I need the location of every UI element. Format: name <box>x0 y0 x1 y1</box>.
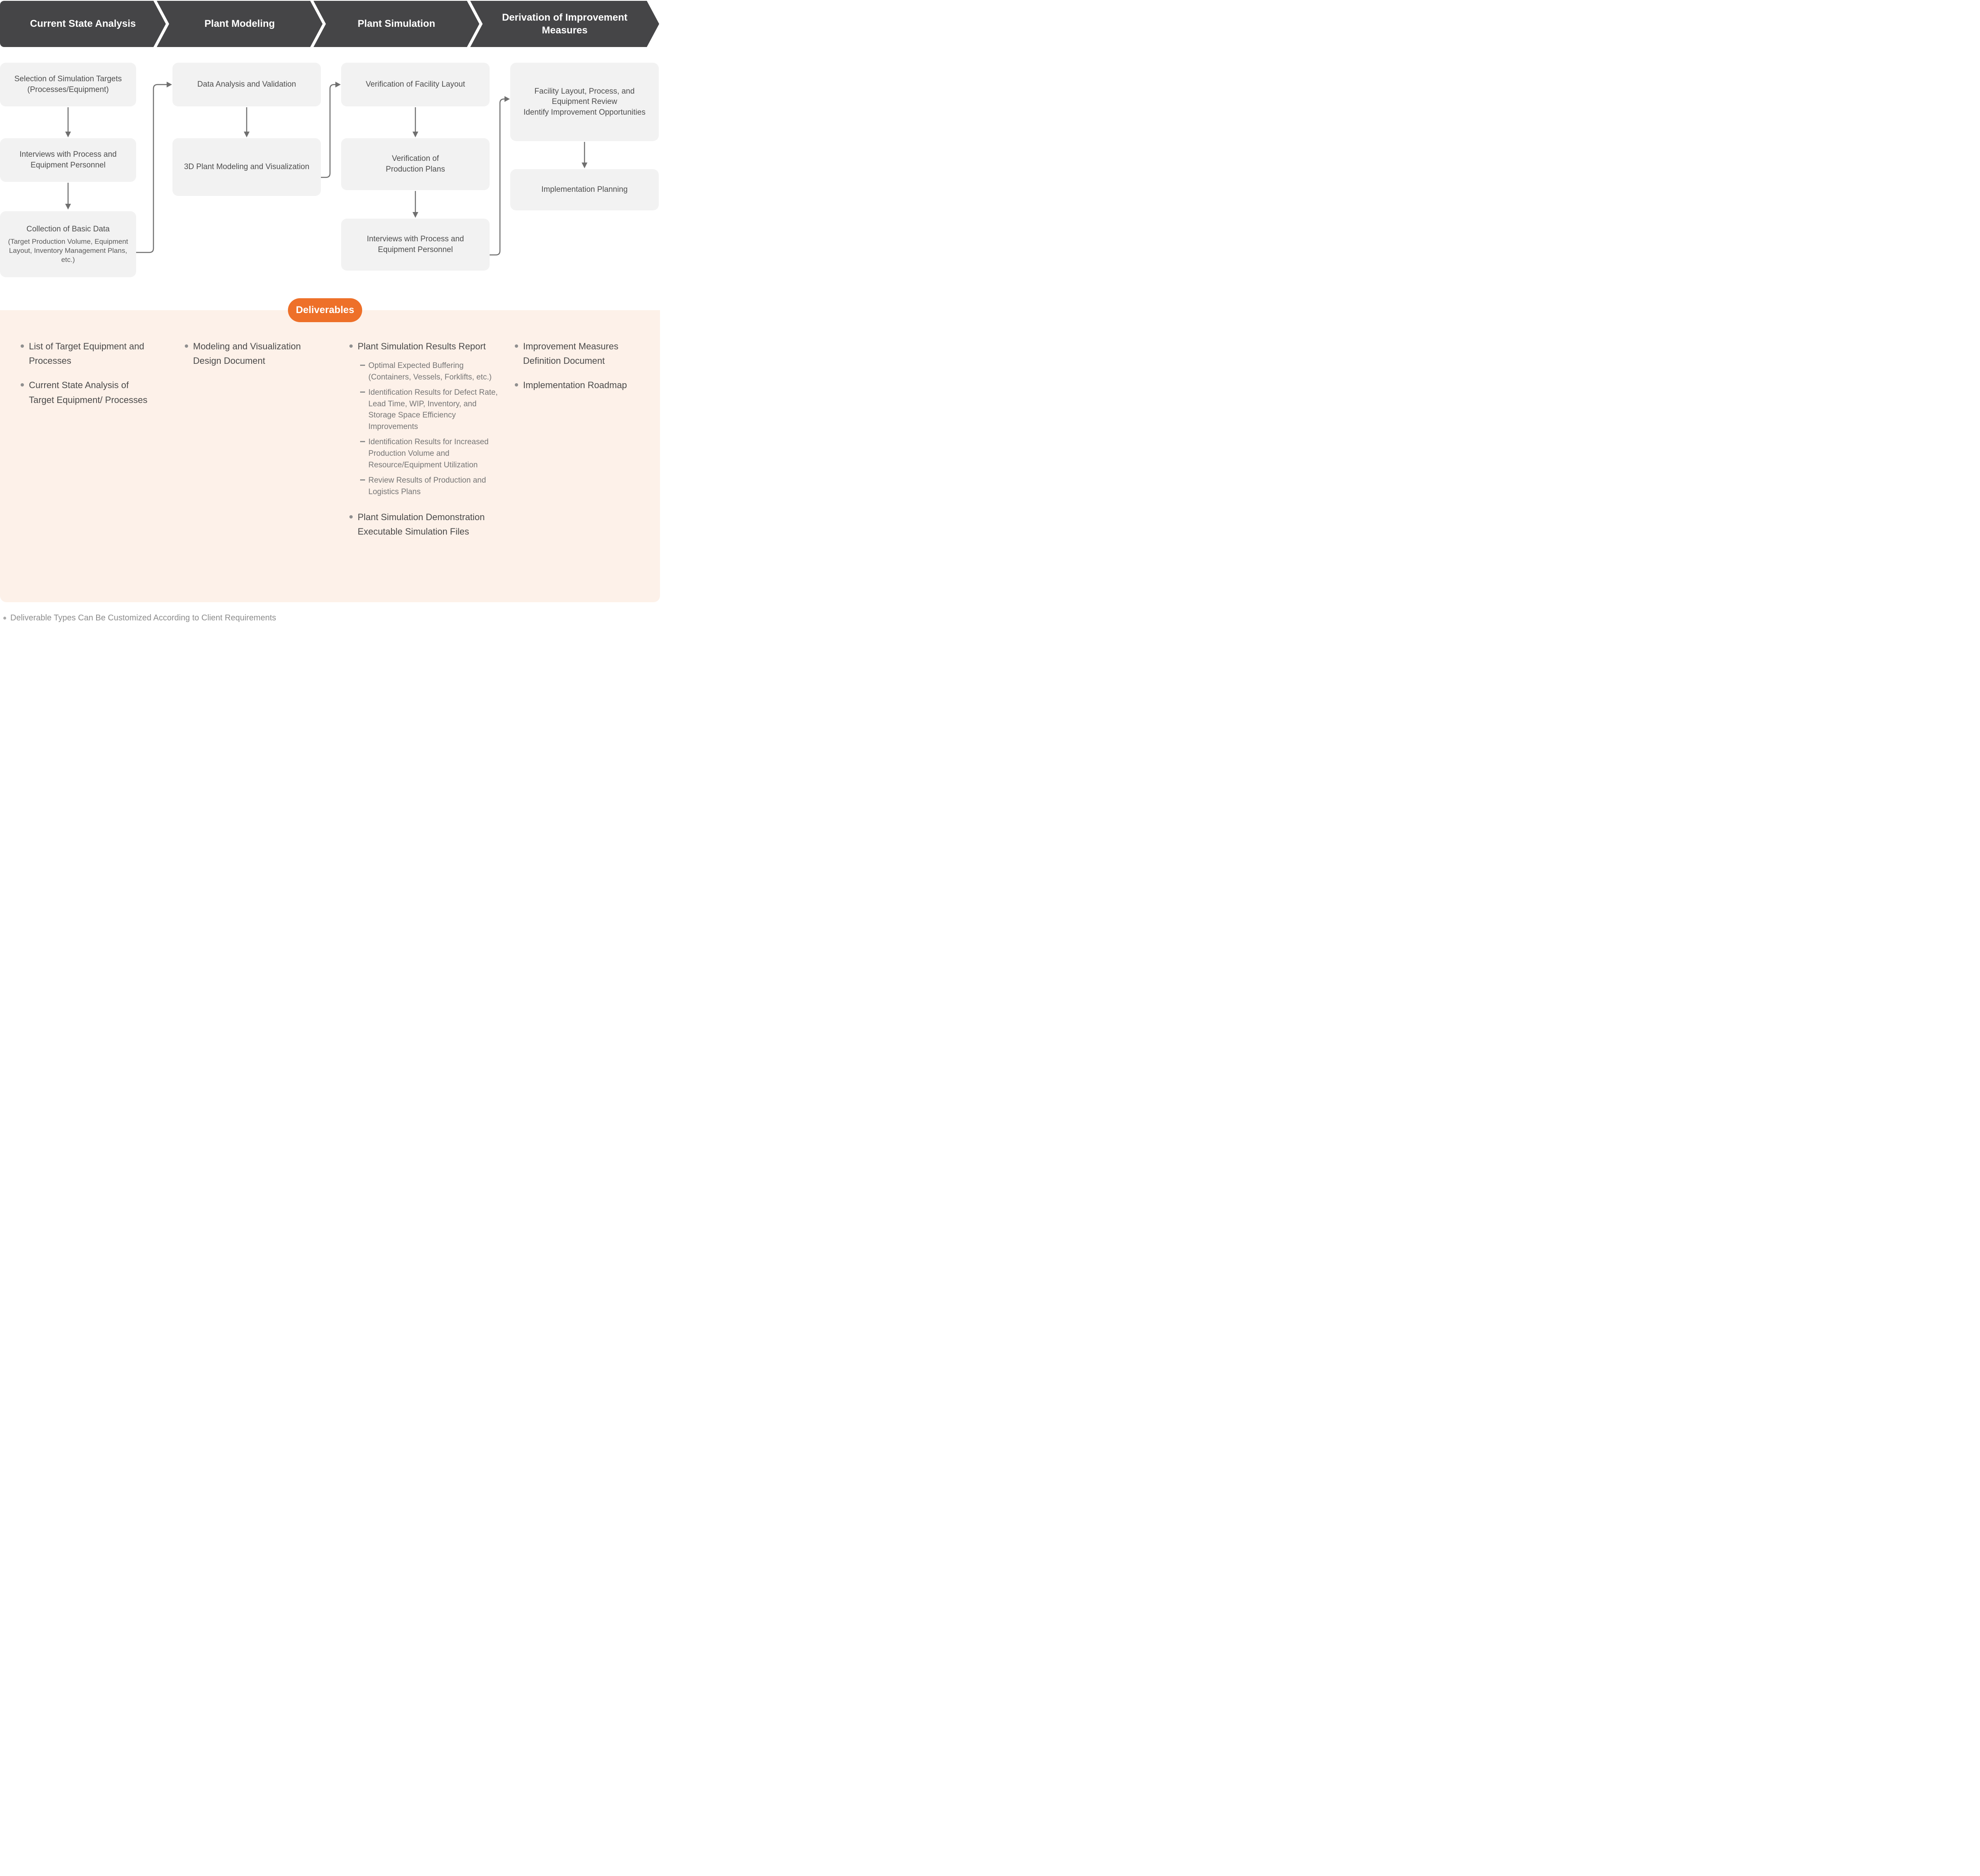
footnote: Deliverable Types Can Be Customized Acco… <box>3 612 276 624</box>
deliverable-text: Current State Analysis of Target Equipme… <box>29 380 148 405</box>
flow-box-title: Collection of Basic Data <box>26 224 110 233</box>
elbow-connector <box>321 84 335 178</box>
flow-box-data-analysis-validation: Data Analysis and Validation <box>172 63 321 106</box>
flow-box-selection-of-simulation-targets: Selection of Simulation Targets (Process… <box>0 63 136 106</box>
deliverable-item: Implementation Roadmap <box>515 378 652 392</box>
deliverables-panel <box>0 310 660 602</box>
bullet-dot-icon <box>185 344 188 348</box>
deliverable-subitem: Identification Results for Increased Pro… <box>360 436 500 471</box>
bullet-dot-icon <box>21 383 24 387</box>
elbow-connector <box>490 98 504 256</box>
bullet-dot-icon <box>515 383 518 387</box>
bullet-dash-icon <box>360 391 365 393</box>
deliverables-column-simulation: Plant Simulation Results Report Optimal … <box>349 339 500 549</box>
bullet-dot-icon <box>515 344 518 348</box>
footnote-text: Deliverable Types Can Be Customized Acco… <box>10 613 276 622</box>
deliverables-column-modeling: Modeling and Visualization Design Docume… <box>185 339 322 378</box>
flow-box-title: Facility Layout, Process, and Equipment … <box>534 87 635 106</box>
deliverable-subitem: Identification Results for Defect Rate, … <box>360 387 500 432</box>
deliverable-subtext: Identification Results for Increased Pro… <box>368 438 489 469</box>
deliverable-text: Plant Simulation Demonstration Executabl… <box>358 512 485 537</box>
right-arrow-head-icon <box>504 96 510 102</box>
bullet-dot-icon <box>349 344 353 348</box>
flow-box-facility-review-identify-opportunities: Facility Layout, Process, and Equipment … <box>510 63 659 141</box>
down-arrow-head-icon <box>412 132 418 137</box>
phase-label: Current State Analysis <box>30 18 136 30</box>
deliverables-badge-label: Deliverables <box>296 304 354 316</box>
flow-box-title: Verification of Facility Layout <box>365 80 465 89</box>
flow-box-title: Data Analysis and Validation <box>197 80 296 89</box>
down-arrow-head-icon <box>412 212 418 218</box>
phase-chevron-derivation-improvement: Derivation of Improvement Measures <box>470 1 659 47</box>
down-arrow-head-icon <box>582 163 587 168</box>
flow-box-title-line2: Identify Improvement Opportunities <box>523 108 646 117</box>
deliverable-text: Implementation Roadmap <box>523 380 627 391</box>
deliverable-item: Current State Analysis of Target Equipme… <box>21 378 158 407</box>
phase-label: Plant Modeling <box>204 18 275 30</box>
phase-label: Derivation of Improvement Measures <box>502 12 628 36</box>
right-arrow-head-icon <box>335 82 341 87</box>
deliverable-text: Modeling and Visualization Design Docume… <box>193 341 301 366</box>
deliverable-subtext: Optimal Expected Buffering (Containers, … <box>368 361 492 382</box>
deliverable-item: Improvement Measures Definition Document <box>515 339 652 368</box>
down-arrow-head-icon <box>65 132 71 137</box>
flow-box-title: Selection of Simulation Targets (Process… <box>14 75 122 94</box>
flow-box-collection-of-basic-data: Collection of Basic Data (Target Product… <box>0 211 136 277</box>
process-diagram: Current State Analysis Plant Modeling Pl… <box>0 0 660 625</box>
bullet-dash-icon <box>360 479 365 481</box>
flow-box-title-line2: Production Plans <box>386 165 445 174</box>
bullet-dash-icon <box>360 365 365 366</box>
phase-chevron-plant-simulation: Plant Simulation <box>314 1 479 47</box>
flow-box-verification-production-plans: Verification of Production Plans <box>341 138 490 190</box>
deliverables-column-improvement: Improvement Measures Definition Document… <box>515 339 652 403</box>
bullet-dot-icon <box>21 344 24 348</box>
bullet-dot-icon <box>3 617 6 620</box>
deliverable-item: List of Target Equipment and Processes <box>21 339 158 368</box>
deliverable-subitem: Review Results of Production and Logisti… <box>360 475 500 497</box>
flow-box-title: 3D Plant Modeling and Visualization <box>184 163 309 172</box>
deliverable-text: List of Target Equipment and Processes <box>29 341 144 366</box>
flow-box-subtitle: (Target Production Volume, Equipment Lay… <box>8 238 128 264</box>
flow-box-title: Verification of <box>391 154 439 163</box>
elbow-connector <box>136 84 167 253</box>
bullet-dot-icon <box>349 515 353 519</box>
flow-box-interviews-personnel-2: Interviews with Process and Equipment Pe… <box>341 219 490 271</box>
deliverable-item: Modeling and Visualization Design Docume… <box>185 339 322 368</box>
flow-box-title: Implementation Planning <box>541 185 628 194</box>
deliverable-subtext: Identification Results for Defect Rate, … <box>368 388 498 431</box>
deliverable-item: Plant Simulation Demonstration Executabl… <box>349 510 500 539</box>
flow-box-implementation-planning: Implementation Planning <box>510 169 659 210</box>
deliverables-column-current-state: List of Target Equipment and Processes C… <box>21 339 158 417</box>
deliverable-subtext: Review Results of Production and Logisti… <box>368 476 486 496</box>
right-arrow-head-icon <box>167 82 172 87</box>
flow-box-verification-facility-layout: Verification of Facility Layout <box>341 63 490 106</box>
deliverable-item: Plant Simulation Results Report <box>349 339 500 354</box>
down-arrow-head-icon <box>65 204 71 210</box>
deliverable-text: Improvement Measures Definition Document <box>523 341 619 366</box>
flow-box-3d-plant-modeling: 3D Plant Modeling and Visualization <box>172 138 321 196</box>
deliverables-badge: Deliverables <box>288 298 362 322</box>
flow-box-interviews-personnel-1: Interviews with Process and Equipment Pe… <box>0 138 136 182</box>
deliverable-subitem: Optimal Expected Buffering (Containers, … <box>360 360 500 383</box>
flow-box-title: Interviews with Process and Equipment Pe… <box>19 150 117 170</box>
deliverable-text: Plant Simulation Results Report <box>358 341 486 351</box>
bullet-dash-icon <box>360 441 365 443</box>
phase-label: Plant Simulation <box>357 18 435 30</box>
phase-chevron-current-state-analysis: Current State Analysis <box>0 1 166 47</box>
down-arrow-head-icon <box>244 132 250 137</box>
phase-chevron-plant-modeling: Plant Modeling <box>157 1 323 47</box>
flow-box-title: Interviews with Process and Equipment Pe… <box>367 235 464 254</box>
